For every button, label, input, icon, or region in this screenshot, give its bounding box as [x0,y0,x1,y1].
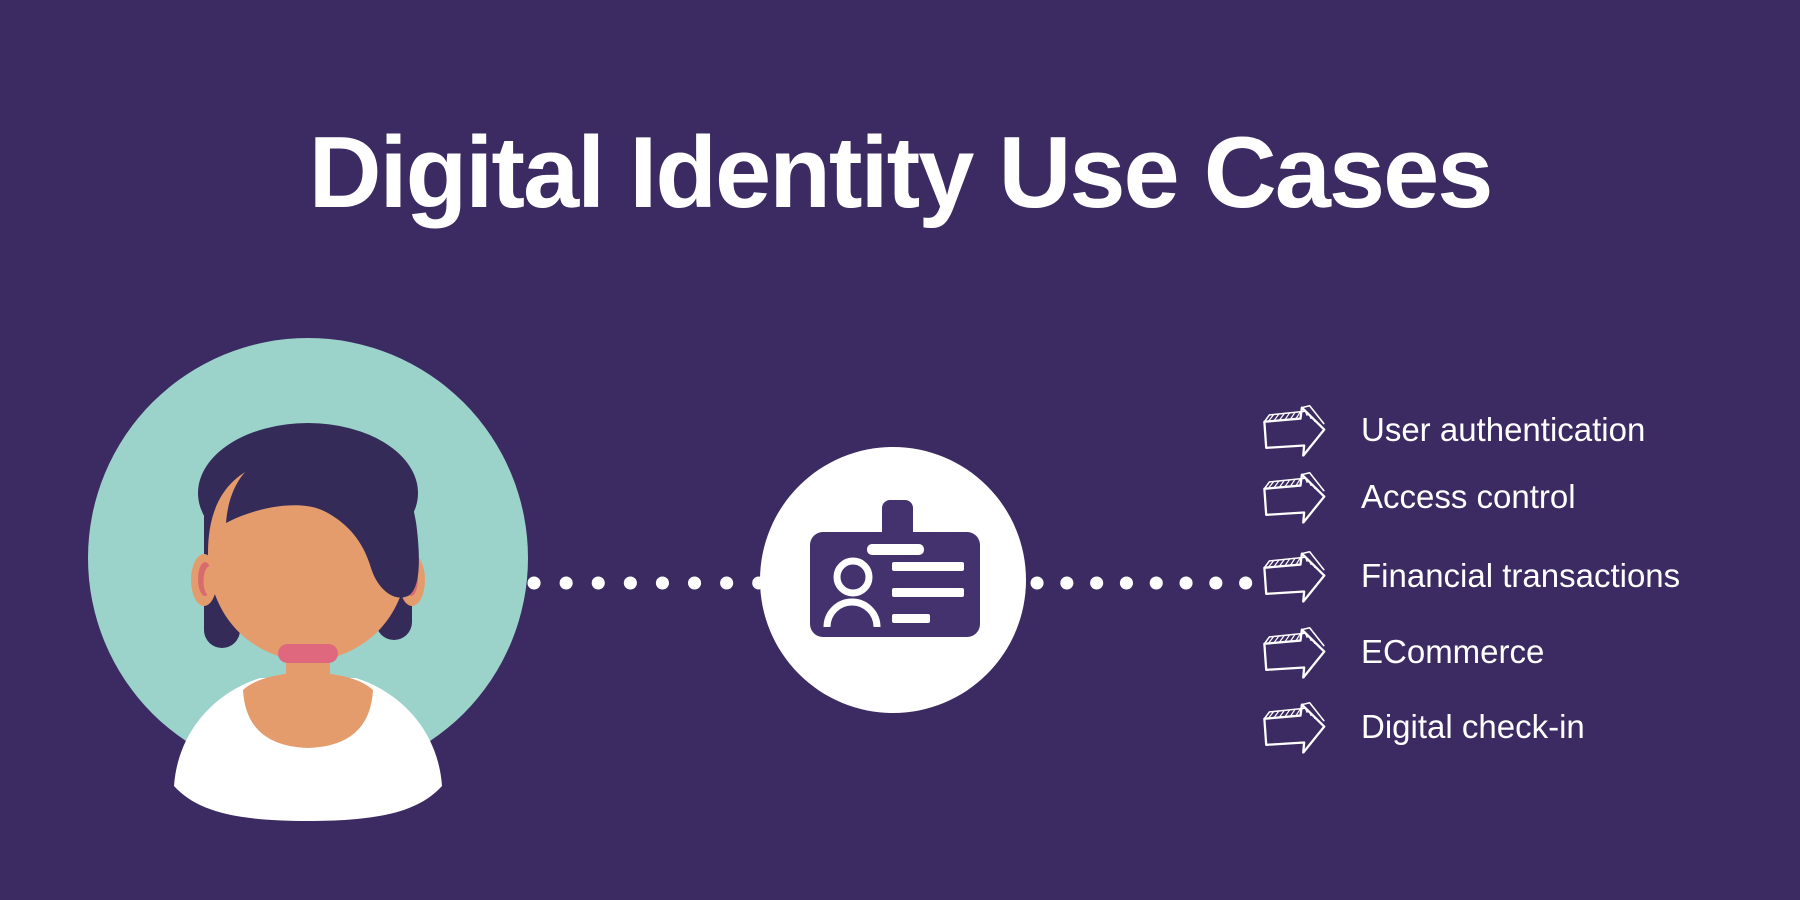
id-badge-icon [760,447,1026,713]
page-title: Digital Identity Use Cases [308,117,1494,229]
use-case-label: Digital check-in [1361,708,1585,745]
avatar-shirt [174,678,442,821]
use-case-label: Financial transactions [1361,557,1681,594]
use-case-row: Financial transactions [1263,548,1680,604]
sketch-arrow-icon [1263,625,1327,679]
id-card-clip [882,500,913,558]
sketch-arrow-icon [1263,700,1327,754]
sketch-arrow-icon [1263,470,1327,524]
use-case-label: User authentication [1361,411,1646,448]
use-case-row: ECommerce [1263,624,1544,680]
sketch-arrow-icon [1263,549,1327,603]
use-case-label: Access control [1361,478,1576,515]
woman-avatar-icon [88,338,528,821]
use-case-label: ECommerce [1361,633,1545,670]
use-case-row: User authentication [1263,402,1645,458]
avatar-hair-fringe [226,445,419,598]
use-case-row: Digital check-in [1263,699,1585,755]
use-case-row: Access control [1263,469,1576,525]
sketch-arrow-icon [1263,403,1327,457]
